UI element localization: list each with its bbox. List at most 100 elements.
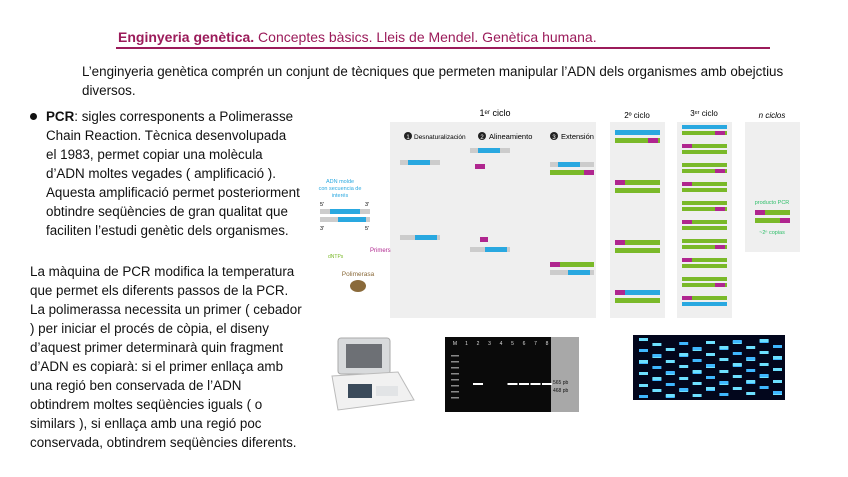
sequence-band (692, 382, 702, 385)
primer (682, 258, 692, 262)
sequence-band (759, 363, 769, 366)
gel-lane-label: 3 (488, 341, 491, 347)
sequence-band (746, 357, 756, 360)
gel-band (507, 383, 518, 385)
cycle2-label: 2º ciclo (624, 111, 650, 120)
sequence-band (639, 395, 648, 398)
sequence-band (639, 360, 648, 363)
gel-lane-label: M (453, 341, 457, 347)
sequence-band (773, 380, 782, 383)
sequence-band (639, 349, 648, 352)
pcr-diagram: 1ᵉʳ ciclo 2º ciclo 3ᵉʳ ciclo n ciclos 1 … (319, 108, 800, 318)
primer (715, 207, 725, 211)
bullet-term: PCR (46, 109, 75, 124)
three-prime: 3' (320, 226, 324, 232)
sequence-band (719, 370, 729, 373)
strand (682, 302, 727, 306)
sequence-band (732, 387, 742, 390)
sequence-band (679, 365, 689, 368)
primer (550, 262, 560, 267)
strand (485, 247, 507, 252)
primer (475, 164, 485, 169)
sequence-band (665, 394, 675, 397)
strand (615, 298, 660, 303)
step2-num: 2 (480, 135, 484, 141)
sequence-band (706, 376, 715, 379)
strand (682, 150, 727, 154)
sequence-band (639, 384, 648, 387)
strand (682, 201, 727, 205)
strand (330, 209, 360, 214)
step1-badge (404, 132, 412, 140)
strand (338, 217, 366, 222)
title-divider (116, 47, 770, 49)
gel-band (542, 383, 552, 385)
marker-565: 565 pb (553, 380, 569, 386)
bullet-text: PCR: sigles corresponents a Polimerasse … (46, 107, 300, 240)
strand (682, 220, 727, 224)
bullet-icon (30, 113, 37, 120)
strand (682, 296, 727, 300)
gel-lane-label: 2 (477, 341, 480, 347)
strand (682, 125, 727, 129)
sequence-band (692, 347, 702, 350)
step1-num: 1 (406, 135, 410, 141)
slide-title: Enginyeria genètica. Conceptes bàsics. L… (118, 29, 597, 45)
sequence-band (759, 386, 769, 389)
gel-lane-label: 4 (500, 341, 503, 347)
pcr-bullet: PCR: sigles corresponents a Polimerasse … (30, 107, 300, 240)
product-label: producto PCR (755, 200, 790, 206)
primer (648, 138, 658, 143)
marker-band (451, 355, 459, 357)
sequence-band (679, 342, 689, 345)
sequence-band (732, 375, 742, 378)
bullet-body: : sigles corresponents a Polimerasse Cha… (46, 109, 300, 238)
sequence-band (639, 372, 648, 375)
step3-badge (550, 132, 558, 140)
strand (682, 131, 727, 135)
marker-band (451, 397, 459, 399)
strand (682, 169, 727, 173)
sequence-band (692, 394, 702, 397)
primer (682, 182, 692, 186)
three-prime: 3' (365, 202, 369, 208)
sequence-band (692, 370, 702, 373)
strand (682, 188, 727, 192)
primer (715, 131, 725, 135)
sequence-band (719, 346, 729, 349)
cycle3-label: 3ᵉʳ ciclo (690, 109, 718, 118)
strand (682, 226, 727, 230)
sequence-band (652, 389, 662, 392)
sequence-band (706, 364, 715, 367)
strand (550, 170, 594, 175)
strand (682, 144, 727, 148)
cycle1-panel (390, 122, 596, 318)
primer (682, 220, 692, 224)
dna-sequencing-gel-image (633, 335, 785, 400)
copies-label: ~2ⁿ copias (759, 229, 785, 236)
cycle2-panel (610, 122, 665, 318)
strand (478, 148, 500, 153)
primer (615, 240, 625, 245)
step2-badge (478, 132, 486, 140)
sequence-band (773, 356, 782, 359)
sequence-band (652, 377, 662, 380)
strand (558, 162, 580, 167)
gel-lane-label: 7 (534, 341, 537, 347)
dntps-label: dNTPs (328, 254, 344, 260)
sequence-band (759, 374, 769, 377)
strand (615, 290, 660, 295)
sequence-band (665, 348, 675, 351)
sequence-band (746, 346, 756, 349)
step3-num: 3 (552, 135, 556, 141)
sequence-band (759, 351, 769, 354)
strand (615, 240, 660, 245)
polymerase-label: Polimerasa (342, 271, 375, 278)
primer (682, 144, 692, 148)
strand (682, 245, 727, 249)
strand (682, 283, 727, 287)
gel-band (530, 383, 541, 385)
sequence-band (732, 352, 742, 355)
